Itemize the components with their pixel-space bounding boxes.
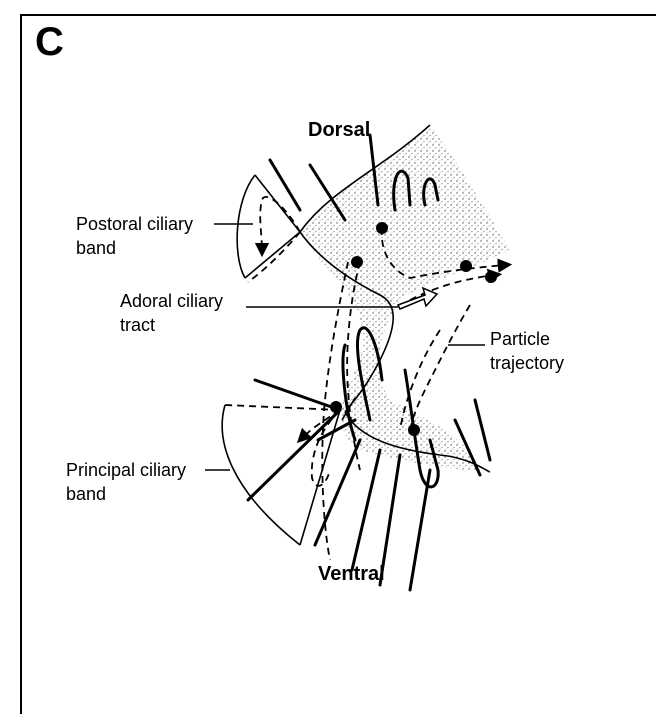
particle-dot: [460, 260, 472, 272]
particle-dot: [408, 424, 420, 436]
label-principal-2: band: [66, 484, 106, 504]
particle-dot: [330, 401, 342, 413]
label-adoral-1: Adoral ciliary: [120, 291, 223, 311]
label-adoral-2: tract: [120, 315, 155, 335]
principal-band-fan: [222, 398, 355, 545]
label-particle-1: Particle: [490, 329, 550, 349]
label-particle-2: trajectory: [490, 353, 564, 373]
label-principal-1: Principal ciliary: [66, 460, 186, 480]
label-postoral-2: band: [76, 238, 116, 258]
particle-dot: [485, 271, 497, 283]
particle-dot: [376, 222, 388, 234]
postoral-band-fan: [237, 175, 300, 282]
label-dorsal: Dorsal: [308, 119, 370, 141]
label-ventral: Ventral: [318, 563, 385, 585]
particle-dot: [351, 256, 363, 268]
label-postoral-1: Postoral ciliary: [76, 214, 193, 234]
